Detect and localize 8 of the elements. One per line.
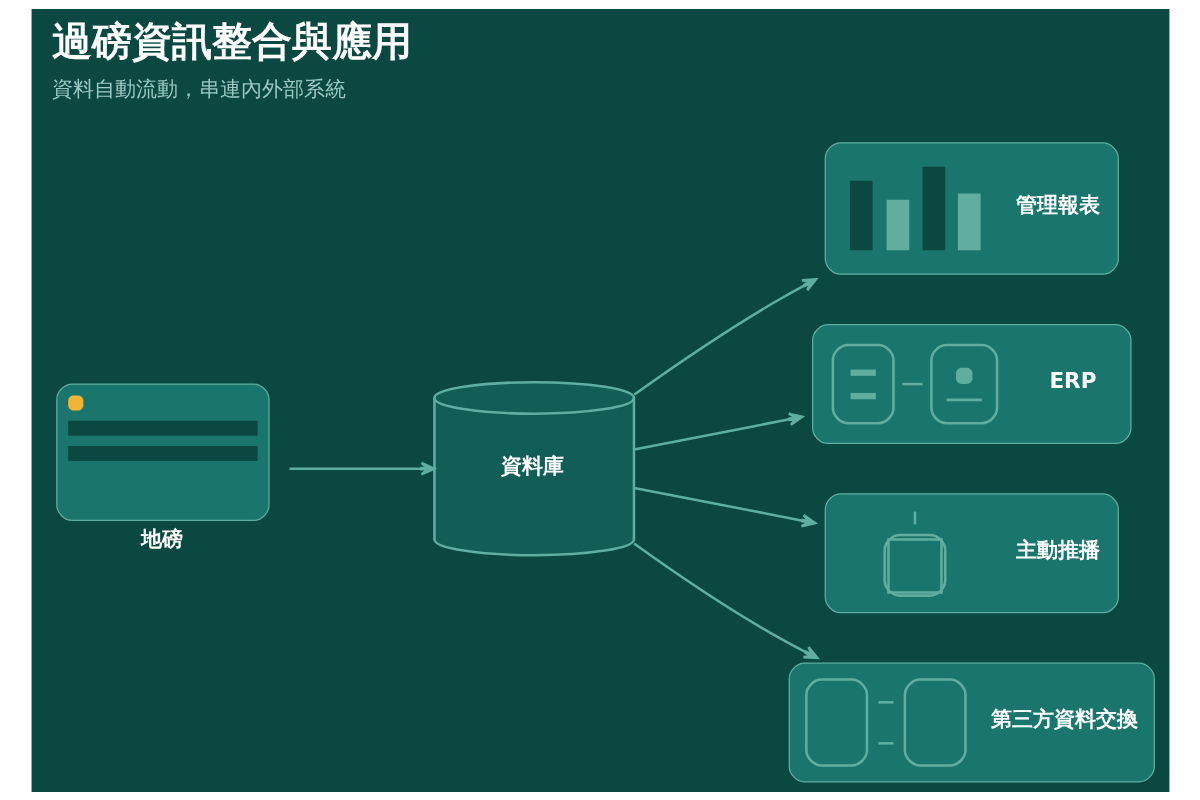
arrow — [633, 411, 803, 451]
arrow — [289, 461, 435, 476]
diagram-title: 過磅資訊整合與應用 — [51, 16, 412, 65]
arrow — [633, 486, 816, 527]
caption: 資料自動流動，串連內外部系統 — [51, 75, 346, 101]
arrow — [633, 277, 817, 396]
arrow — [632, 542, 819, 659]
node-label: 地磅 — [140, 525, 183, 551]
